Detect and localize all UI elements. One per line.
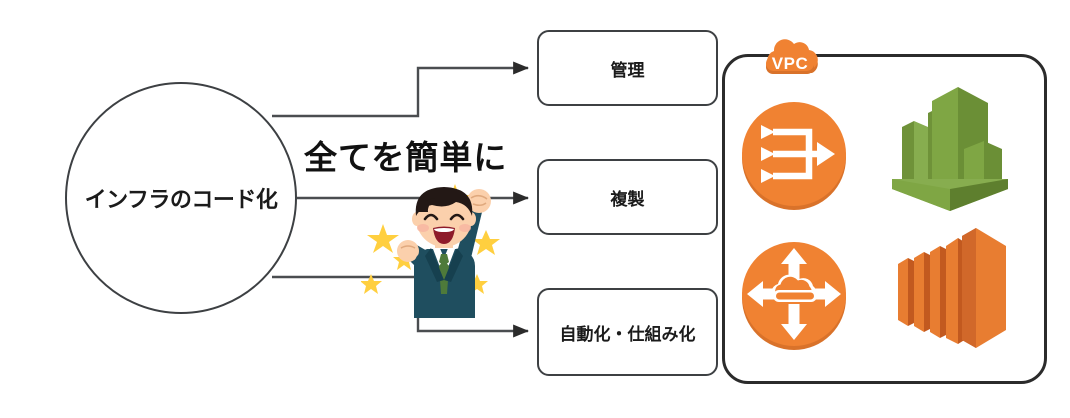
cheering-businessman-illustration [360,182,533,318]
vpc-cloud-icon [766,39,818,74]
process-box-label: 複製 [610,189,645,209]
vpc-badge-label: VPC [771,54,809,73]
aws-route53-icon[interactable] [737,238,851,352]
aws-elastic-beanstalk-icon[interactable] [884,222,1016,354]
process-box-manage[interactable]: 管理 [537,30,718,106]
source-node-circle[interactable]: インフラのコード化 [65,82,297,314]
aws-cloudwatch-icon[interactable] [884,83,1016,215]
process-box-label: 自動化・仕組み化 [559,324,696,344]
connector-to-manage [272,61,529,118]
vpc-badge: VPC [752,31,828,85]
process-box-automate[interactable]: 自動化・仕組み化 [537,288,718,376]
process-box-label: 管理 [610,60,645,80]
headline-text: 全てを簡単に [304,139,508,176]
source-node-label: インフラのコード化 [84,187,278,212]
aws-internet-gateway-icon[interactable] [737,98,851,212]
process-box-replicate[interactable]: 複製 [537,159,718,235]
